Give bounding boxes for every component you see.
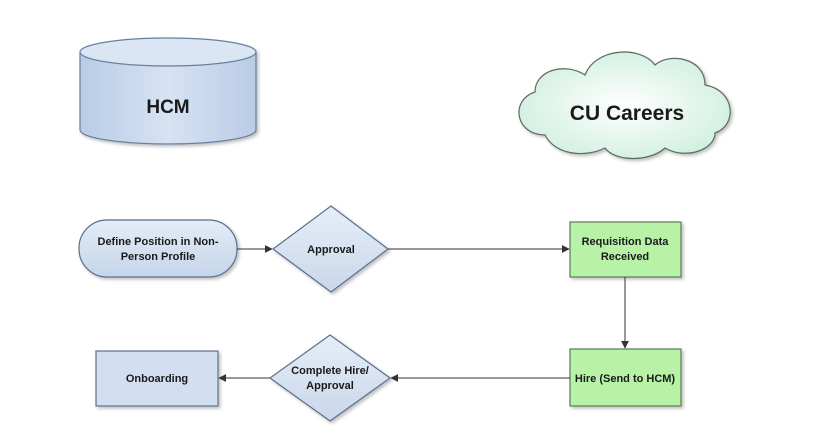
cu-careers-cloud [518, 51, 731, 159]
requisition-label-line2: Received [601, 251, 649, 263]
complete-hire-decision [268, 334, 392, 422]
complete-hire-label-line2: Approval [306, 380, 354, 392]
define-position-label-line2: Person Profile [121, 251, 196, 263]
define-position-label-line1: Define Position in Non- [98, 236, 219, 248]
requisition-node [569, 221, 682, 278]
onboarding-label: Onboarding [126, 373, 188, 385]
approval-decision [271, 205, 389, 293]
complete-hire-label-line1: Complete Hire/ [291, 365, 369, 377]
onboarding-node [95, 350, 219, 407]
hire-label: Hire (Send to HCM) [575, 373, 676, 385]
define-position-node [78, 219, 238, 278]
approval-label: Approval [307, 244, 355, 256]
requisition-label-line1: Requisition Data [582, 236, 670, 248]
hire-node [569, 348, 682, 407]
hcm-label: HCM [146, 97, 189, 118]
cu-careers-label: CU Careers [570, 102, 684, 125]
hcm-database [79, 37, 257, 145]
